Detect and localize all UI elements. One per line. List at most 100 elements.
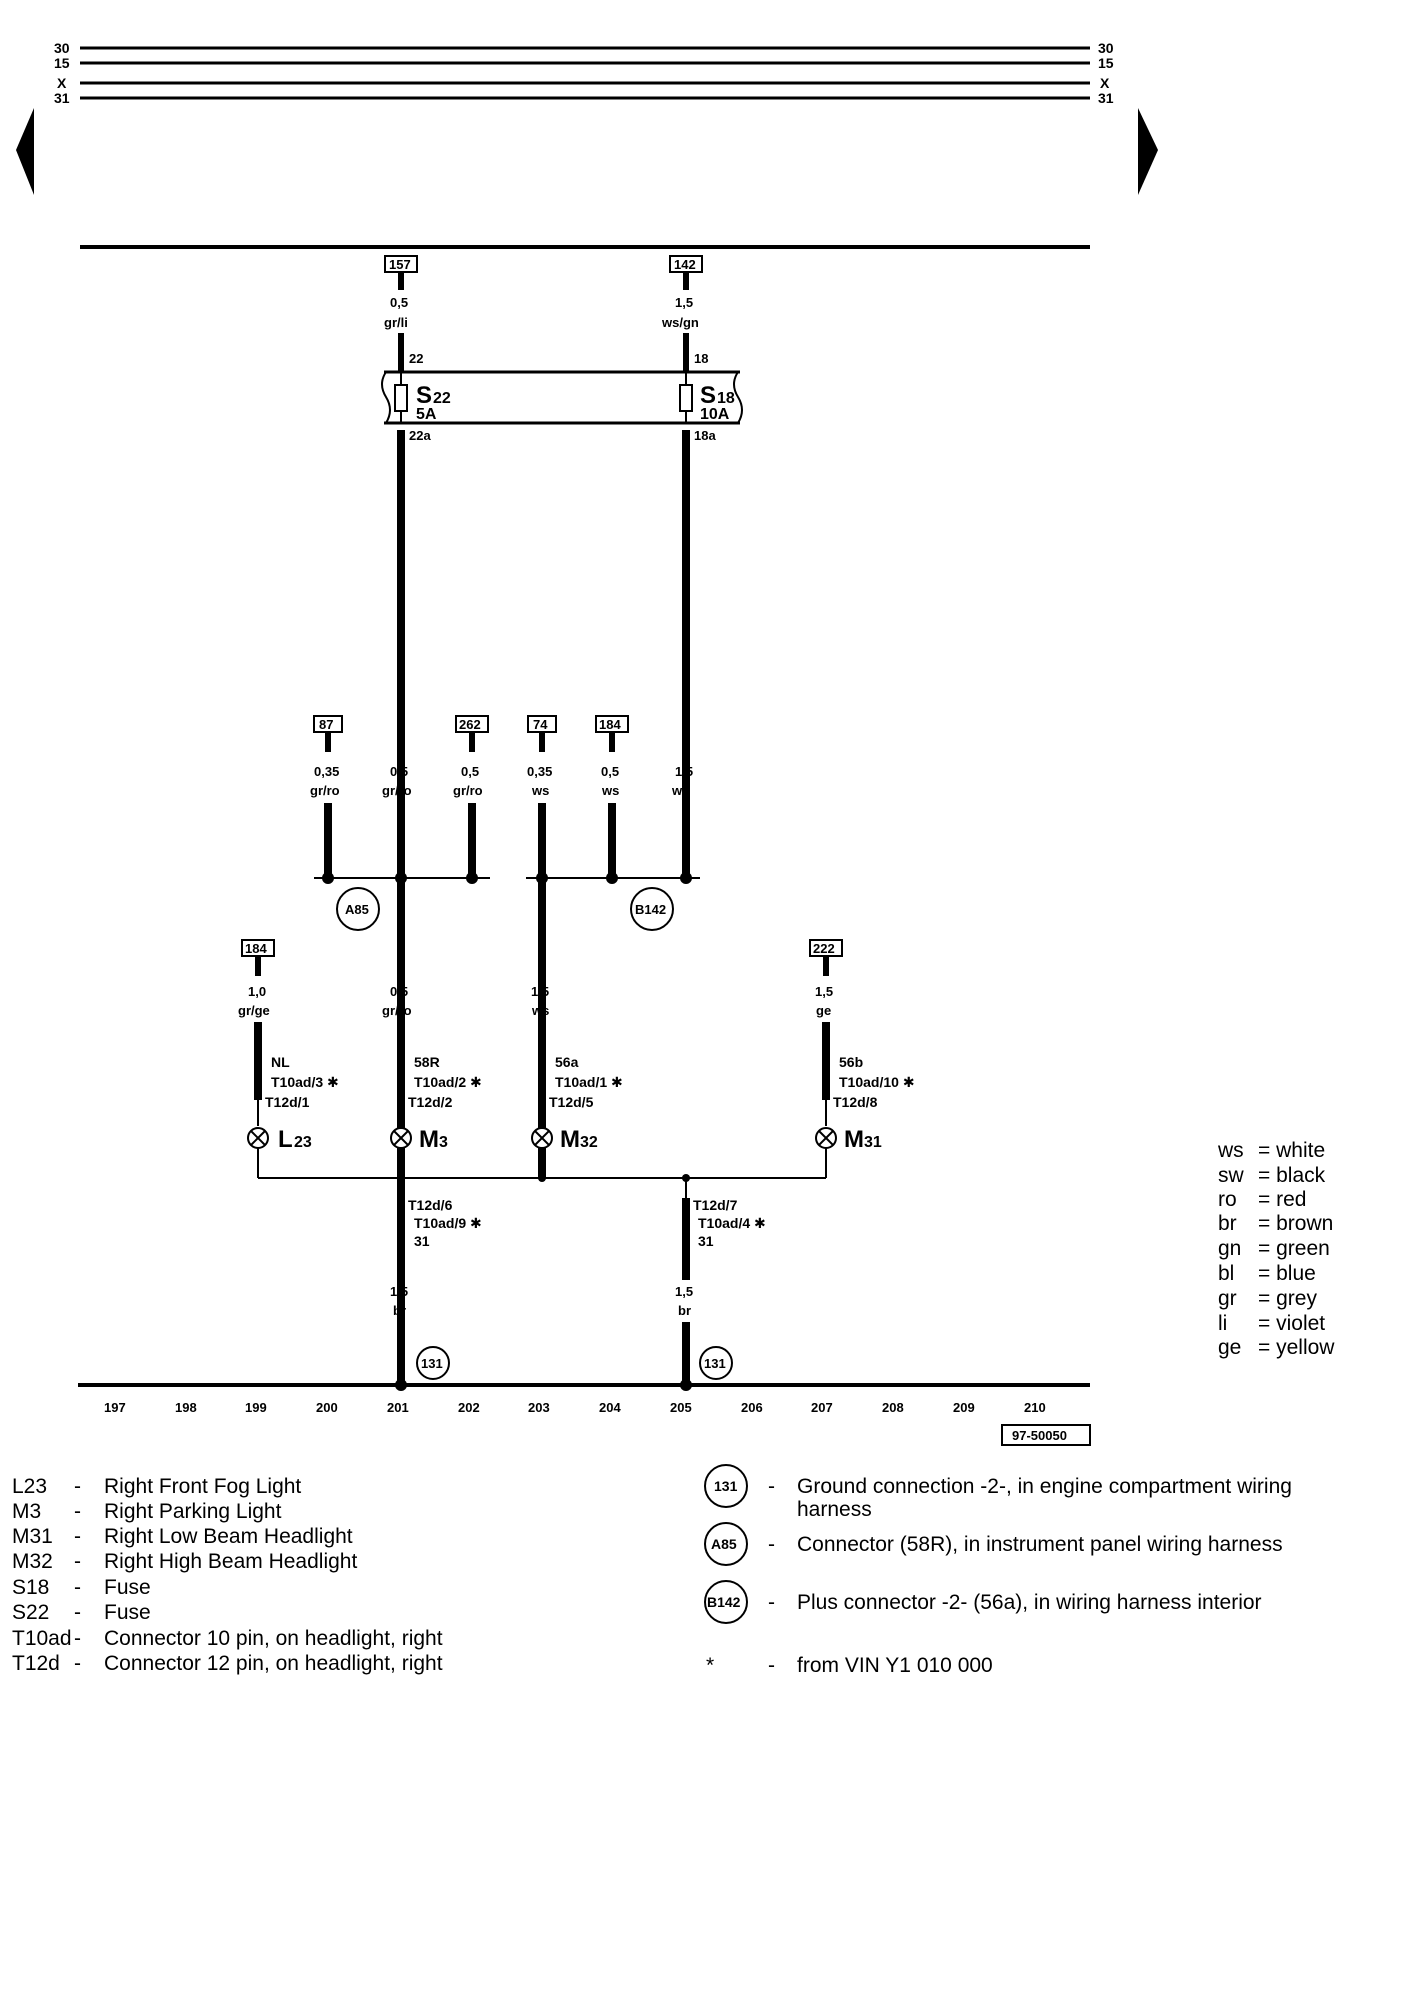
legend-row-m32: M32-Right High Beam Headlight — [12, 1550, 357, 1573]
prev-page-arrow-icon[interactable] — [16, 108, 34, 195]
svg-text:10A: 10A — [700, 406, 730, 423]
svg-text:Connector 12 pin, on headlight: Connector 12 pin, on headlight, right — [104, 1652, 443, 1675]
svg-text:204: 204 — [599, 1400, 621, 1415]
svg-text:S22: S22 — [12, 1601, 49, 1624]
legend-row-l23: L23-Right Front Fog Light — [12, 1475, 301, 1498]
svg-text:L: L — [278, 1126, 293, 1153]
pins-ground-2: T12d/7 T10ad/4 ✱ 31 — [693, 1197, 766, 1249]
svg-text:208: 208 — [882, 1400, 904, 1415]
svg-text:li: li — [1218, 1312, 1227, 1335]
legend-row-a85: A85 - Connector (58R), in instrument pan… — [704, 1522, 1283, 1566]
ref-box-157: 157 — [384, 255, 418, 273]
svg-text:= black: = black — [1258, 1164, 1326, 1187]
svg-text:184: 184 — [599, 717, 621, 732]
svg-text:= white: = white — [1258, 1139, 1325, 1162]
svg-text:Fuse: Fuse — [104, 1576, 151, 1599]
component-legend: L23-Right Front Fog Light M3-Right Parki… — [12, 1475, 443, 1675]
fuse-s18: S 18 10A — [679, 372, 735, 423]
connection-legend: 131 - Ground connection -2-, in engine c… — [704, 1464, 1292, 1677]
svg-text:3: 3 — [439, 1134, 448, 1151]
svg-text:A85: A85 — [711, 1536, 737, 1552]
svg-text:18: 18 — [717, 390, 735, 407]
wire-157-size: 0,5 — [390, 295, 408, 310]
ref-box-222: 222 — [809, 939, 843, 957]
wire-184-color: ws — [601, 783, 619, 798]
svg-text:31: 31 — [414, 1233, 430, 1249]
svg-text:56b: 56b — [839, 1054, 863, 1070]
svg-text:31: 31 — [698, 1233, 714, 1249]
svg-text:A85: A85 — [345, 902, 369, 917]
wire-g2-size: 1,5 — [675, 1284, 693, 1299]
svg-text:T10ad/3 ✱: T10ad/3 ✱ — [271, 1074, 339, 1090]
svg-text:Right Low Beam Headlight: Right Low Beam Headlight — [104, 1525, 353, 1548]
ref-box-184-b: 184 — [241, 939, 275, 957]
ref-box-142: 142 — [669, 255, 703, 273]
ref-box-262: 262 — [455, 715, 489, 733]
svg-text:T10ad: T10ad — [12, 1627, 72, 1650]
svg-text:262: 262 — [459, 717, 481, 732]
svg-text:87: 87 — [319, 717, 333, 732]
fuse-s22: S 22 5A — [394, 372, 451, 423]
pins-l23: NL T10ad/3 ✱ T12d/1 — [265, 1054, 339, 1110]
diagram-id-box: 97-50050 — [1001, 1424, 1091, 1446]
svg-text:= green: = green — [1258, 1237, 1330, 1260]
bulb-l23-icon — [247, 1127, 269, 1149]
svg-text:L23: L23 — [12, 1475, 47, 1498]
svg-text:from VIN Y1 010 000: from VIN Y1 010 000 — [797, 1654, 993, 1677]
svg-text:-: - — [768, 1591, 775, 1614]
wire-74-size: 0,35 — [527, 764, 552, 779]
svg-text:M: M — [419, 1126, 439, 1153]
pins-m31: 56b T10ad/10 ✱ T12d/8 — [833, 1054, 915, 1110]
svg-text:M: M — [844, 1126, 864, 1153]
legend-row-t10ad: T10ad-Connector 10 pin, on headlight, ri… — [12, 1627, 443, 1650]
svg-text:-: - — [74, 1627, 81, 1650]
svg-text:22: 22 — [433, 390, 451, 407]
svg-text:T12d/7: T12d/7 — [693, 1197, 738, 1213]
svg-text:197: 197 — [104, 1400, 126, 1415]
svg-text:Plus connector -2- (56a), in w: Plus connector -2- (56a), in wiring harn… — [797, 1591, 1262, 1614]
svg-text:-: - — [768, 1533, 775, 1556]
bulb-labels: L 23 M 3 M 32 M 31 — [278, 1126, 882, 1153]
wire-m31-size: 1,5 — [815, 984, 833, 999]
rail-label-30-left: 30 — [54, 40, 70, 56]
svg-text:-: - — [74, 1652, 81, 1675]
rail-label-15-right: 15 — [1098, 55, 1114, 71]
wire-mid-size: 0,5 — [390, 764, 408, 779]
legend-row-star: * - from VIN Y1 010 000 — [706, 1654, 993, 1677]
fuse-s18-pin-out: 18a — [694, 428, 716, 443]
svg-text:202: 202 — [458, 1400, 480, 1415]
legend-row-131: 131 - Ground connection -2-, in engine c… — [704, 1464, 1292, 1521]
ref-box-184-a: 184 — [595, 715, 629, 733]
wire-s18-color: ws — [671, 783, 689, 798]
svg-text:M: M — [560, 1126, 580, 1153]
wire-m3-color: gr/ro — [382, 1003, 412, 1018]
wire-m32-color: ws — [531, 1003, 549, 1018]
svg-text:Right Parking Light: Right Parking Light — [104, 1500, 282, 1523]
svg-text:ge: ge — [1218, 1336, 1241, 1359]
svg-text:56a: 56a — [555, 1054, 579, 1070]
fuse-panel — [381, 370, 743, 425]
pins-m32: 56a T10ad/1 ✱ T12d/5 — [549, 1054, 623, 1110]
svg-text:= violet: = violet — [1258, 1312, 1325, 1335]
svg-text:Connector 10 pin, on headlight: Connector 10 pin, on headlight, right — [104, 1627, 443, 1650]
svg-text:M32: M32 — [12, 1550, 53, 1573]
svg-text:199: 199 — [245, 1400, 267, 1415]
svg-text:207: 207 — [811, 1400, 833, 1415]
svg-text:210: 210 — [1024, 1400, 1046, 1415]
ground-131-b: 131 — [699, 1346, 733, 1380]
connector-a85: A85 — [336, 887, 380, 931]
svg-text:bl: bl — [1218, 1262, 1234, 1285]
next-page-arrow-icon[interactable] — [1138, 108, 1158, 195]
pins-m3: 58R T10ad/2 ✱ T12d/2 — [408, 1054, 482, 1110]
svg-text:-: - — [74, 1576, 81, 1599]
svg-text:T10ad/4 ✱: T10ad/4 ✱ — [698, 1215, 766, 1231]
wire-g1-color: br — [393, 1303, 406, 1318]
wire-s18-size: 1,5 — [675, 764, 693, 779]
power-rails — [80, 46, 1090, 100]
rail-label-x-left: X — [57, 75, 67, 91]
fuse-s22-pin-in: 22 — [409, 351, 423, 366]
svg-text:184: 184 — [245, 941, 267, 956]
svg-text:*: * — [706, 1654, 714, 1677]
svg-text:T12d/5: T12d/5 — [549, 1094, 594, 1110]
bulb-m31-icon — [815, 1127, 837, 1149]
